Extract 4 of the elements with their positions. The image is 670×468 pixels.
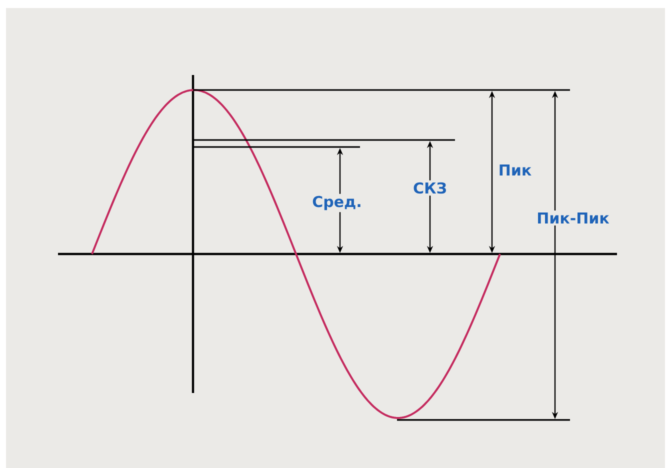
dimension-label: Сред. bbox=[310, 194, 364, 212]
dimension-label: СКЗ bbox=[411, 180, 449, 196]
dimension-label: Пик-Пик bbox=[534, 210, 612, 226]
dimension-label: Пик bbox=[496, 162, 534, 178]
